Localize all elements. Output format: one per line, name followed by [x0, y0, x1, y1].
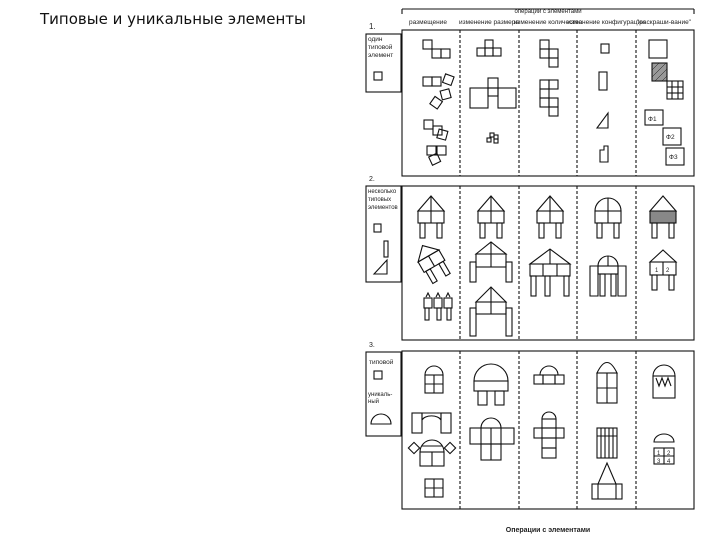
unique-quantity-shapes: [533, 365, 565, 459]
section-2-number: 2.: [369, 176, 375, 183]
house-row-3: [423, 286, 513, 337]
unique-semicircle-icon: [370, 413, 392, 425]
column-header-quantity: изменение количества: [514, 19, 583, 26]
element-square-icon: [373, 223, 382, 233]
section-1-number: 1.: [369, 22, 376, 31]
section-3-frame: [401, 350, 695, 510]
column-header-coloring: "раскраши-вание": [637, 19, 692, 26]
quantity-shapes: [539, 39, 559, 117]
unique-placement-shapes: [407, 365, 457, 498]
element-bar-icon: [383, 240, 389, 258]
section-2: 2. несколько типовых элементов: [365, 176, 695, 341]
house-label-2: 2: [666, 268, 670, 274]
column-header-size: изменение размера: [459, 19, 519, 26]
typical-element-square-icon: [373, 71, 383, 81]
configuration-shapes: [595, 43, 610, 163]
operations-header: операции с элементами размещение изменен…: [401, 8, 695, 26]
section-2-frame: [401, 185, 695, 341]
label-f3: Ф3: [669, 154, 678, 161]
section-1: 1. один типовой элемент: [365, 22, 695, 177]
section-1-label-box: [365, 33, 402, 93]
section-3-typical-label: типовой: [369, 358, 394, 366]
section-1-frame: [401, 29, 695, 177]
section-2-label-box: [365, 185, 402, 283]
cell-label-3: 3: [657, 459, 661, 465]
typical-square-icon: [373, 370, 383, 380]
unique-size-shapes: [469, 363, 515, 461]
label-f1: Ф1: [648, 116, 657, 123]
header-label: операции с элементами: [514, 9, 581, 15]
section-3-unique-label: уникаль-ный: [368, 392, 393, 405]
section-2-side-label: несколько типовых элементов: [368, 189, 398, 211]
cell-label-2: 2: [667, 451, 671, 457]
column-header-configuration: изменение конфигурации: [567, 19, 645, 26]
section-3: 3. типовой уникаль-ный: [365, 342, 695, 510]
unique-coloring-shapes: 1 2 3 4: [652, 364, 676, 465]
size-shapes: [469, 39, 517, 144]
section-3-label-box: [365, 351, 402, 437]
house-label-1: 1: [655, 268, 659, 274]
section-1-side-label: один типовой элемент: [368, 36, 394, 59]
coloring-shapes: Ф1 Ф2 Ф3: [644, 39, 685, 166]
house-row-1: [416, 195, 678, 239]
section-3-number: 3.: [369, 342, 375, 349]
footer-caption: Операции с элементами: [506, 527, 590, 534]
element-triangle-icon: [372, 258, 388, 275]
slide-title: Типовые и уникальные элементы: [40, 10, 306, 28]
house-row-2: 1 2: [417, 241, 678, 297]
column-header-placement: размещение: [409, 19, 447, 26]
label-f2: Ф2: [666, 134, 675, 141]
cell-label-1: 1: [657, 451, 661, 457]
placement-shapes: [422, 39, 455, 166]
unique-configuration-shapes: [591, 361, 623, 500]
cell-label-4: 4: [667, 459, 671, 465]
